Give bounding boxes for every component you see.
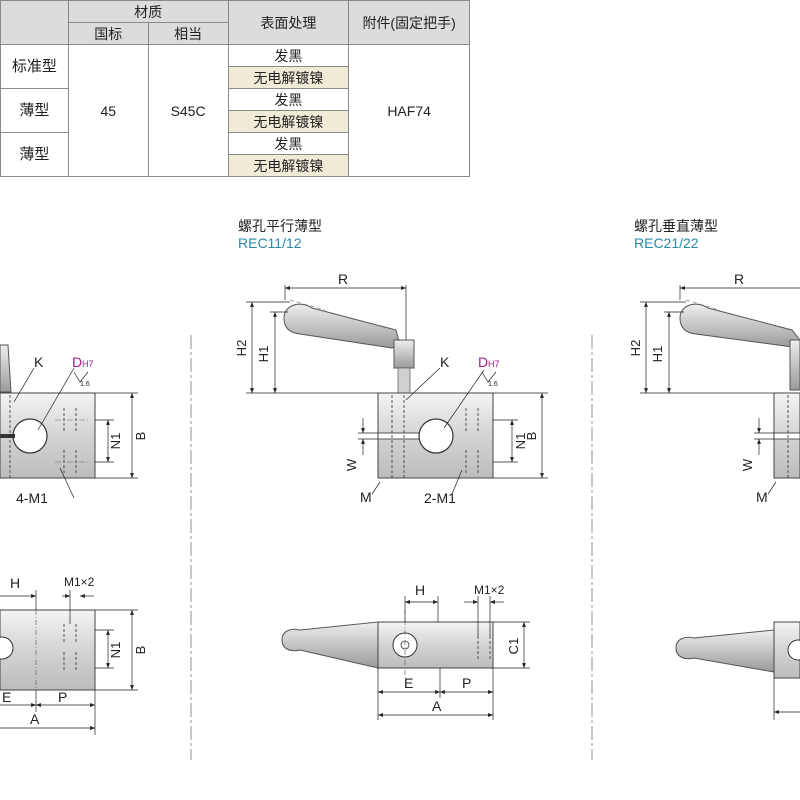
cell-treatment-3b: 无电解镀镍 xyxy=(227,154,350,177)
left-dim-a: A xyxy=(30,711,40,727)
left-clamp-knob xyxy=(0,344,12,393)
right-view: R H2 H1 W M xyxy=(628,271,800,720)
row-type-1: 标准型 xyxy=(0,44,69,89)
left-dim-e: E xyxy=(2,689,11,705)
view-model-parallel: REC11/12 xyxy=(238,235,302,251)
mid-dim-m1x2: M1×2 xyxy=(474,583,505,597)
header-blank xyxy=(0,0,69,45)
mid-dim-h1: H1 xyxy=(256,346,271,363)
cell-treatment-3a: 发黑 xyxy=(227,132,350,155)
mid-dim-h2: H2 xyxy=(234,340,249,357)
left-lower-dim-n1: N1 xyxy=(108,642,123,659)
view-title-parallel: 螺孔平行薄型 REC11/12 xyxy=(238,218,322,252)
mid-dim-c1: C1 xyxy=(506,638,521,655)
right-dim-r: R xyxy=(734,271,744,287)
mid-lower-lever xyxy=(281,621,379,669)
right-lever-hub xyxy=(789,339,800,391)
mid-dim-a: A xyxy=(432,698,442,714)
spec-table: 材质 表面处理 附件(固定把手) 国标 相当 标准型 45 S45C 发黑 HA… xyxy=(0,0,470,177)
left-dim-n1: N1 xyxy=(108,433,123,450)
cell-accessory-haf74: HAF74 xyxy=(348,44,470,177)
right-dim-h1: H1 xyxy=(650,346,665,363)
cell-equivalent-s45c: S45C xyxy=(147,44,229,177)
header-material: 材质 xyxy=(67,0,229,23)
right-lever-handle xyxy=(679,303,800,349)
mid-dim-h: H xyxy=(415,582,425,598)
left-label-h7: H7 xyxy=(82,359,94,369)
mid-dim-n1: N1 xyxy=(513,433,528,450)
left-lower-bore xyxy=(0,636,14,660)
left-view: N1 B K D H7 1.6 4-M1 H M1×2 N1 xyxy=(0,344,148,735)
left-lower-block xyxy=(0,609,96,691)
left-dim-h: H xyxy=(10,575,20,591)
left-label-4m1: 4-M1 xyxy=(16,490,48,506)
mid-dim-p: P xyxy=(462,675,471,691)
mid-dim-b: B xyxy=(524,432,539,441)
left-dim-p: P xyxy=(58,689,67,705)
mid-label-k: K xyxy=(440,354,450,370)
middle-view: R H2 H1 W N1 B xyxy=(234,271,548,720)
left-label-d: D xyxy=(72,354,82,370)
left-label-k: K xyxy=(34,354,44,370)
mid-label-h7: H7 xyxy=(488,359,500,369)
header-national-standard: 国标 xyxy=(67,22,149,45)
left-bore xyxy=(12,418,48,454)
mid-dim-e: E xyxy=(404,675,413,691)
view-model-vertical: REC21/22 xyxy=(634,235,699,251)
mid-label-m: M xyxy=(360,489,372,505)
right-dim-w: W xyxy=(740,458,755,471)
mid-roughness: 1.6 xyxy=(488,381,498,388)
view-title-vertical-name: 螺孔垂直薄型 xyxy=(634,218,718,234)
mid-label-d: D xyxy=(478,354,488,370)
row-type-3: 薄型 xyxy=(0,132,69,177)
left-roughness: 1.6 xyxy=(80,381,90,388)
cell-treatment-1b: 无电解镀镍 xyxy=(227,66,350,89)
cell-treatment-1a: 发黑 xyxy=(227,44,350,67)
cell-national-45: 45 xyxy=(67,44,149,177)
left-dim-m1x2: M1×2 xyxy=(64,575,95,589)
mid-bore xyxy=(418,418,454,454)
mid-label-2m1: 2-M1 xyxy=(424,490,456,506)
right-dim-h2: H2 xyxy=(628,340,643,357)
left-lower-dim-b: B xyxy=(133,646,148,655)
view-title-vertical: 螺孔垂直薄型 REC21/22 xyxy=(634,218,718,252)
right-lower-lever xyxy=(675,629,775,673)
mid-lever-handle xyxy=(283,303,401,349)
right-lower-bore xyxy=(787,639,800,661)
row-type-2: 薄型 xyxy=(0,88,69,133)
left-dim-b: B xyxy=(133,432,148,441)
header-accessory: 附件(固定把手) xyxy=(348,0,470,45)
mid-lever-hub xyxy=(393,339,415,369)
header-equivalent: 相当 xyxy=(147,22,229,45)
right-label-m: M xyxy=(756,489,768,505)
mid-dim-r: R xyxy=(338,271,348,287)
mid-dim-w: W xyxy=(344,458,359,471)
view-title-parallel-name: 螺孔平行薄型 xyxy=(238,218,322,234)
